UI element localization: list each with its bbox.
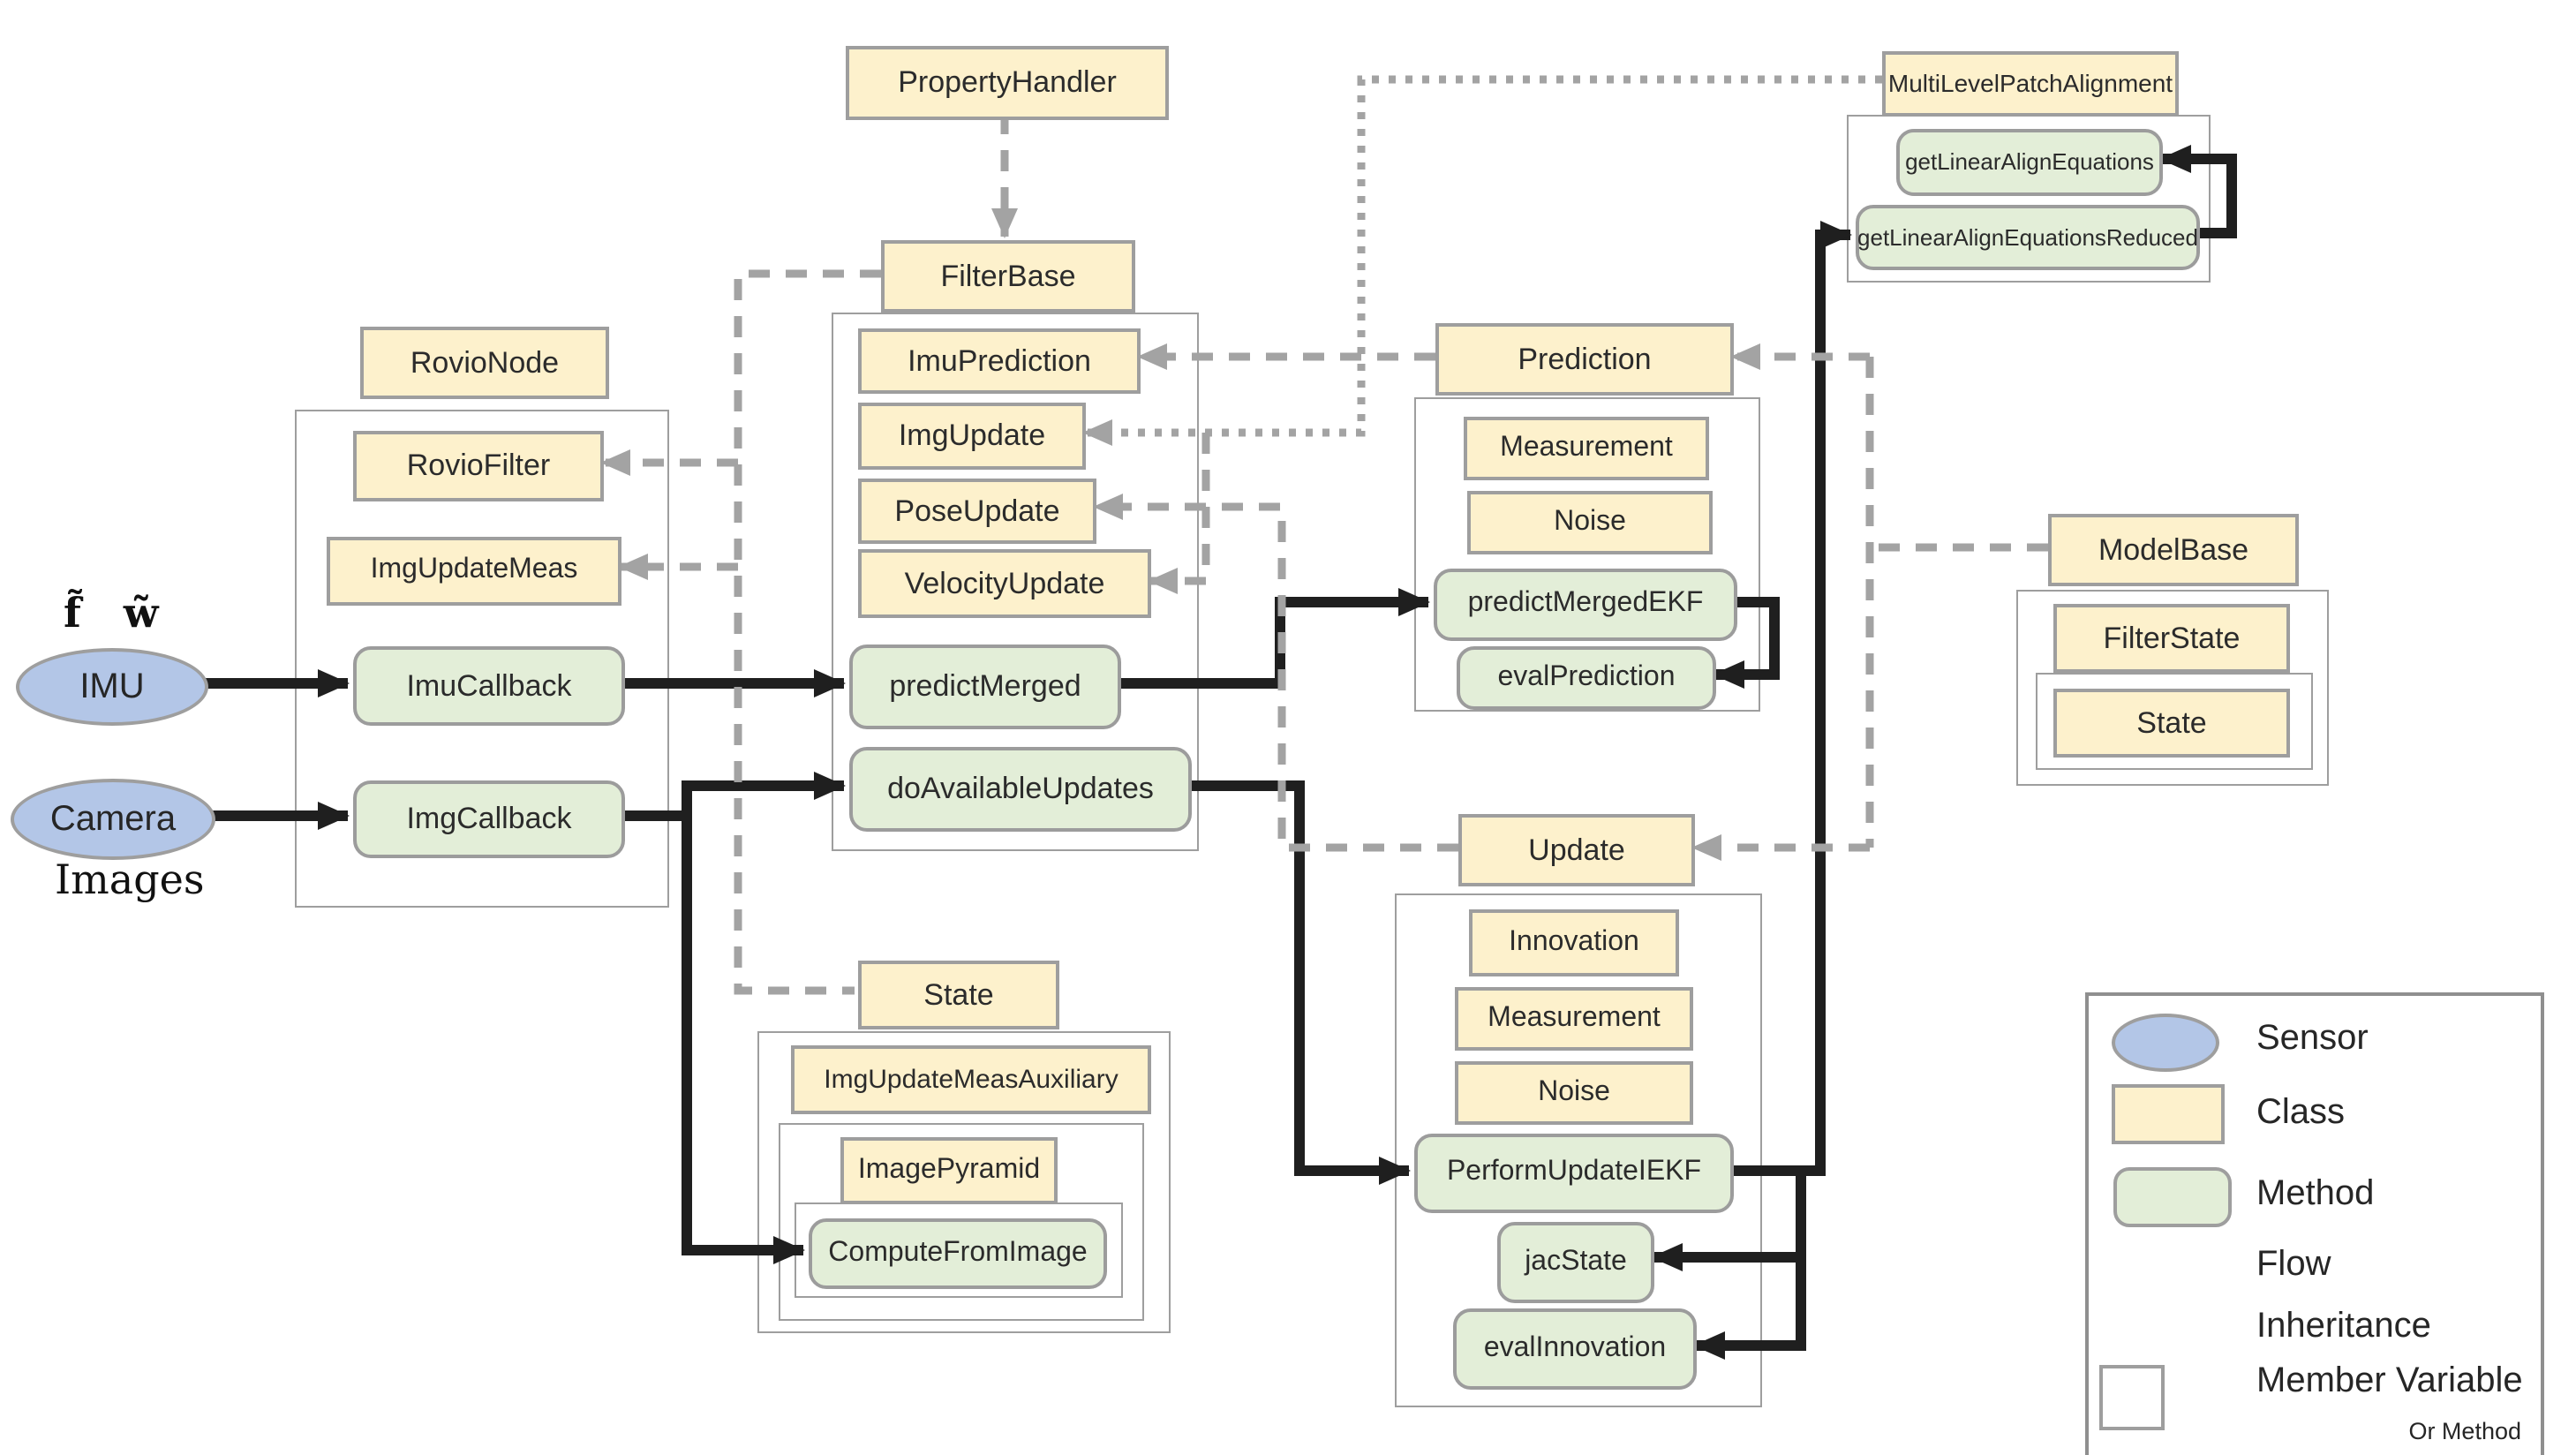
- node-imgupdate: ImgUpdate: [858, 403, 1086, 470]
- flow-predictmerged-to-predictmergedekf: [1114, 588, 1430, 689]
- node-jacstate: jacState: [1497, 1222, 1654, 1303]
- node-imucallback: ImuCallback: [353, 646, 625, 726]
- node-innovation: Innovation: [1469, 909, 1679, 976]
- node-roviofilter: RovioFilter: [353, 431, 604, 501]
- flow-imgcallback-to-doavailableupdates: [618, 772, 846, 821]
- node-update: Update: [1458, 814, 1695, 886]
- inherit-update-to-velocityupdate: [1148, 433, 1210, 594]
- node-filterbase: FilterBase: [881, 240, 1135, 313]
- node-prediction-measurement: Measurement: [1464, 417, 1709, 480]
- legend-inheritance-label: Inheritance: [2256, 1307, 2431, 1346]
- legend-method-label: Method: [2256, 1174, 2375, 1213]
- node-getlinearalignequationsreduced: getLinearAlignEquationsReduced: [1856, 205, 2200, 270]
- node-evalinnovation: evalInnovation: [1453, 1308, 1697, 1390]
- node-evalprediction: evalPrediction: [1457, 646, 1716, 710]
- inherit-filterbase-spine: [734, 269, 881, 995]
- imu-input-symbols: f̃ w̃: [64, 590, 159, 637]
- legend-or-method-label: Or Method: [2408, 1418, 2521, 1444]
- node-poseupdate: PoseUpdate: [858, 479, 1096, 544]
- node-imgcallback: ImgCallback: [353, 780, 625, 858]
- node-state-member: State: [2053, 689, 2290, 758]
- legend-flow-label: Flow: [2256, 1245, 2331, 1284]
- node-multilevelpatchalignment: MultiLevelPatchAlignment: [1882, 51, 2179, 117]
- legend-class-label: Class: [2256, 1093, 2346, 1132]
- node-imgupdatemeasauxiliary: ImgUpdateMeasAuxiliary: [791, 1045, 1151, 1114]
- node-getlinearalignequations: getLinearAlignEquations: [1896, 129, 2163, 196]
- legend: Sensor Class Method Flow Inheritance Mem…: [2085, 992, 2544, 1455]
- node-update-noise: Noise: [1455, 1061, 1693, 1125]
- flow-predictmergedekf-to-evalprediction: [1713, 597, 1780, 689]
- node-velocityupdate: VelocityUpdate: [858, 549, 1151, 618]
- node-predictmergedekf: predictMergedEKF: [1434, 569, 1737, 641]
- node-imgupdatemeas: ImgUpdateMeas: [327, 537, 621, 606]
- node-state: State: [858, 961, 1059, 1029]
- legend-member-variable-label: Member Variable: [2256, 1361, 2523, 1400]
- legend-member-variable-icon: [2099, 1365, 2165, 1430]
- node-update-measurement: Measurement: [1455, 987, 1693, 1051]
- flow-getlaereduced-to-getlae: [2159, 145, 2237, 238]
- flow-performupdateiekf-to-evalinnovation: [1693, 1257, 1806, 1360]
- node-modelbase: ModelBase: [2048, 514, 2299, 586]
- node-filterstate: FilterState: [2053, 604, 2290, 673]
- node-imuprediction: ImuPrediction: [858, 328, 1141, 394]
- legend-class-icon: [2112, 1084, 2225, 1144]
- camera-sensor-ellipse: Camera: [11, 779, 215, 860]
- legend-sensor-icon: [2112, 1014, 2219, 1072]
- node-imagepyramid: ImagePyramid: [840, 1137, 1058, 1204]
- node-prediction-noise: Noise: [1467, 491, 1713, 554]
- node-computefromimage: ComputeFromImage: [809, 1218, 1107, 1289]
- flow-doavailableupdates-to-performupdateiekf: [1185, 780, 1411, 1185]
- flow-imgcallback-to-computefromimage: [682, 816, 805, 1264]
- node-prediction: Prediction: [1435, 323, 1734, 396]
- member-mlpa-to-imgupdate: [1082, 75, 1882, 446]
- legend-sensor-label: Sensor: [2256, 1019, 2369, 1058]
- node-predictmerged: predictMerged: [849, 645, 1121, 729]
- images-label: Images: [55, 858, 205, 904]
- flow-performupdateiekf-to-getlinearalignequationsreduced: [1727, 221, 1852, 1176]
- node-propertyhandler: PropertyHandler: [846, 46, 1169, 120]
- legend-method-icon: [2113, 1167, 2232, 1227]
- inherit-update-to-poseupdate: [1093, 494, 1458, 852]
- imu-sensor-ellipse: IMU: [16, 648, 208, 726]
- node-rovionode: RovioNode: [360, 327, 609, 399]
- node-performupdateiekf: PerformUpdateIEKF: [1414, 1134, 1734, 1213]
- node-doavailableupdates: doAvailableUpdates: [849, 747, 1192, 832]
